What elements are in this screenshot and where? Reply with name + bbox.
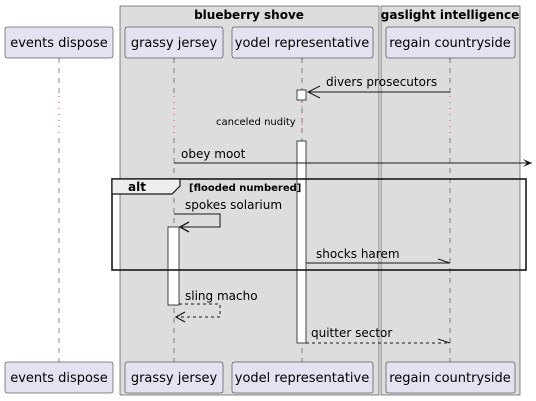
participant-foot-label-grassy-jersey: grassy jersey (131, 371, 218, 386)
activation-yodel-1 (296, 89, 307, 101)
participant-label-grassy-jersey: grassy jersey (131, 36, 218, 51)
message-label-sling-macho: sling macho (185, 289, 258, 303)
message-label-divers-prosecutors: divers prosecutors (326, 75, 437, 89)
box-title-gaslight-intelligence: gaslight intelligence (381, 8, 520, 22)
participant-label-events-dispose: events dispose (10, 36, 108, 51)
participant-head-regain-countryside[interactable] (385, 26, 516, 59)
participant-foot-label-regain-countryside: regain countryside (389, 371, 511, 386)
participant-foot-regain-countryside[interactable] (385, 361, 516, 394)
delay-mask-regain (441, 96, 461, 134)
activation-yodel-2 (296, 140, 307, 344)
box-title-blueberry-shove: blueberry shove (194, 8, 304, 22)
arrowhead-sling (174, 311, 186, 323)
message-label-spokes-solarium: spokes solarium (185, 198, 282, 212)
delay-mask-events (50, 96, 70, 134)
participant-head-yodel-representative[interactable] (231, 26, 374, 59)
arrowhead-spokes (178, 221, 190, 233)
participant-foot-grassy-jersey[interactable] (124, 361, 224, 394)
participant-foot-label-events-dispose: events dispose (10, 371, 108, 386)
message-label-shocks-harem: shocks harem (316, 247, 400, 261)
alt-keyword: alt (128, 180, 146, 194)
participant-head-events-dispose[interactable] (4, 26, 114, 59)
alt-fragment (111, 178, 527, 271)
message-label-obey-moot: obey moot (181, 147, 246, 161)
message-arrow-sling-macho (176, 303, 221, 318)
delay-mask-grassy (165, 96, 185, 134)
arrowhead-half-shocks (437, 258, 451, 264)
divider-label-canceled-nudity: canceled nudity (216, 117, 296, 128)
participant-label-yodel-representative: yodel representative (235, 36, 369, 51)
participant-foot-yodel-representative[interactable] (231, 361, 374, 394)
message-arrow-spokes-solarium (174, 213, 221, 228)
arrowhead-half-quitter (437, 338, 451, 344)
participant-foot-label-yodel-representative: yodel representative (235, 371, 369, 386)
box-blueberry-shove (119, 5, 380, 396)
arrowhead-open-divers (306, 85, 321, 99)
participant-head-grassy-jersey[interactable] (124, 26, 224, 59)
message-label-quitter-sector: quitter sector (311, 326, 392, 340)
participant-label-regain-countryside: regain countryside (389, 36, 511, 51)
box-gaslight-intelligence (380, 5, 521, 396)
activation-grassy (167, 226, 180, 306)
alt-condition: [flooded numbered] (189, 183, 301, 194)
participant-foot-events-dispose[interactable] (4, 361, 114, 394)
alt-fragment-tab (111, 178, 181, 195)
